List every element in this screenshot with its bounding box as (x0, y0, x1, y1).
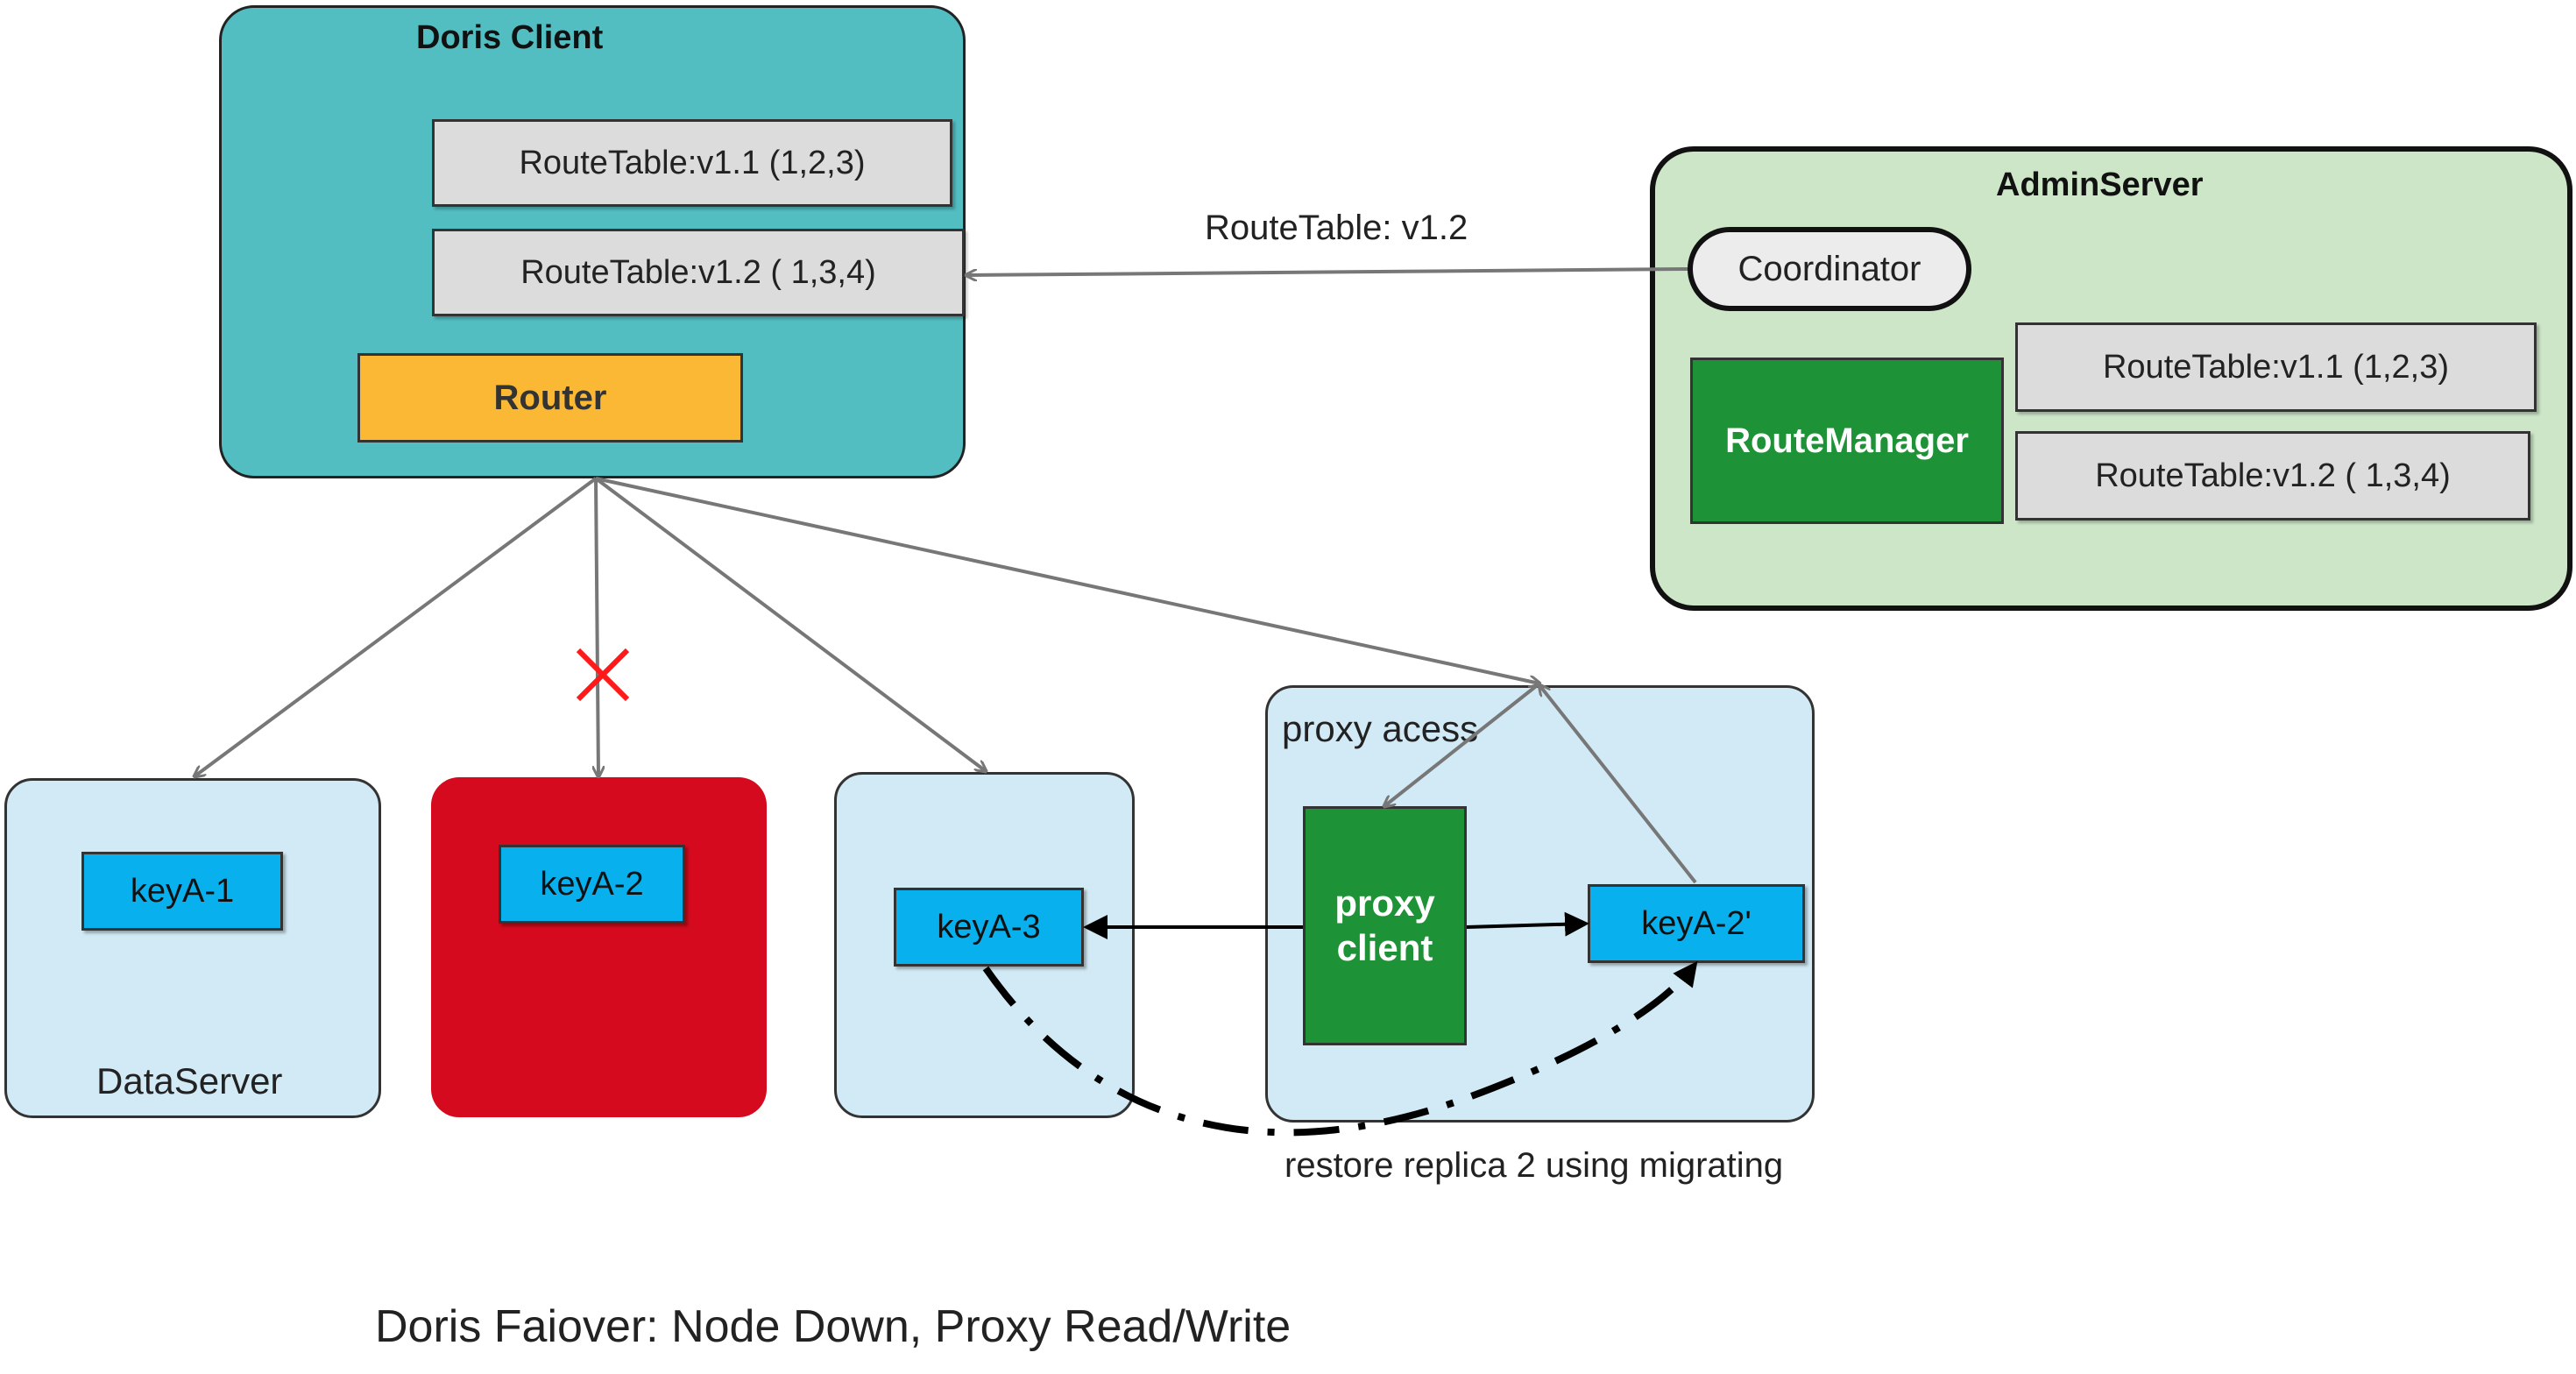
key-a2-migrated-box: keyA-2' (1588, 884, 1805, 963)
router-box: Router (357, 353, 743, 443)
edge-proxy-client-to-key-a2m (1466, 911, 1589, 937)
diagram-caption: Doris Faiover: Node Down, Proxy Read/Wri… (375, 1301, 1292, 1352)
admin-server-title: AdminServer (1996, 166, 2204, 203)
edge-router-to-node2 (596, 478, 598, 776)
key-a1-box: keyA-1 (81, 852, 283, 931)
proxy-client-line1: proxy (1334, 882, 1435, 924)
coordinator-box: Coordinator (1688, 227, 1971, 311)
edge-coordinator-to-client (966, 267, 1688, 275)
proxy-access-title: proxy acess (1282, 708, 1479, 749)
route-manager-box: RouteManager (1690, 358, 2004, 524)
key-a3-box: keyA-3 (894, 888, 1084, 967)
proxy-client-box: proxy client (1303, 806, 1467, 1045)
key-a2-box: keyA-2 (499, 845, 685, 924)
data-server-node-2-down (431, 777, 767, 1117)
admin-routetable-v12: RouteTable:v1.2 ( 1,3,4) (2015, 431, 2530, 521)
edge-router-to-proxy (595, 477, 1539, 683)
data-server-label: DataServer (96, 1060, 283, 1101)
failure-x-mark (576, 648, 630, 702)
admin-routetable-v11: RouteTable:v1.1 (1,2,3) (2015, 322, 2537, 412)
client-routetable-v11: RouteTable:v1.1 (1,2,3) (432, 119, 952, 207)
data-server-node-3 (834, 772, 1135, 1118)
edge-key-a2m-to-proxy-top (1539, 685, 1697, 884)
edge-proxy-top-to-client (1384, 682, 1541, 806)
data-server-node-1 (4, 778, 381, 1118)
routetable-push-label: RouteTable: v1.2 (1205, 209, 1468, 247)
edge-router-to-node3 (594, 477, 986, 771)
edge-router-to-node1 (195, 477, 598, 776)
proxy-client-line2: client (1336, 926, 1433, 968)
restore-replica-label: restore replica 2 using migrating (1284, 1146, 1784, 1185)
doris-client-title: Doris Client (416, 19, 604, 56)
client-routetable-v12: RouteTable:v1.2 ( 1,3,4) (432, 229, 965, 316)
edge-restore-replica-curve (982, 960, 1699, 1137)
